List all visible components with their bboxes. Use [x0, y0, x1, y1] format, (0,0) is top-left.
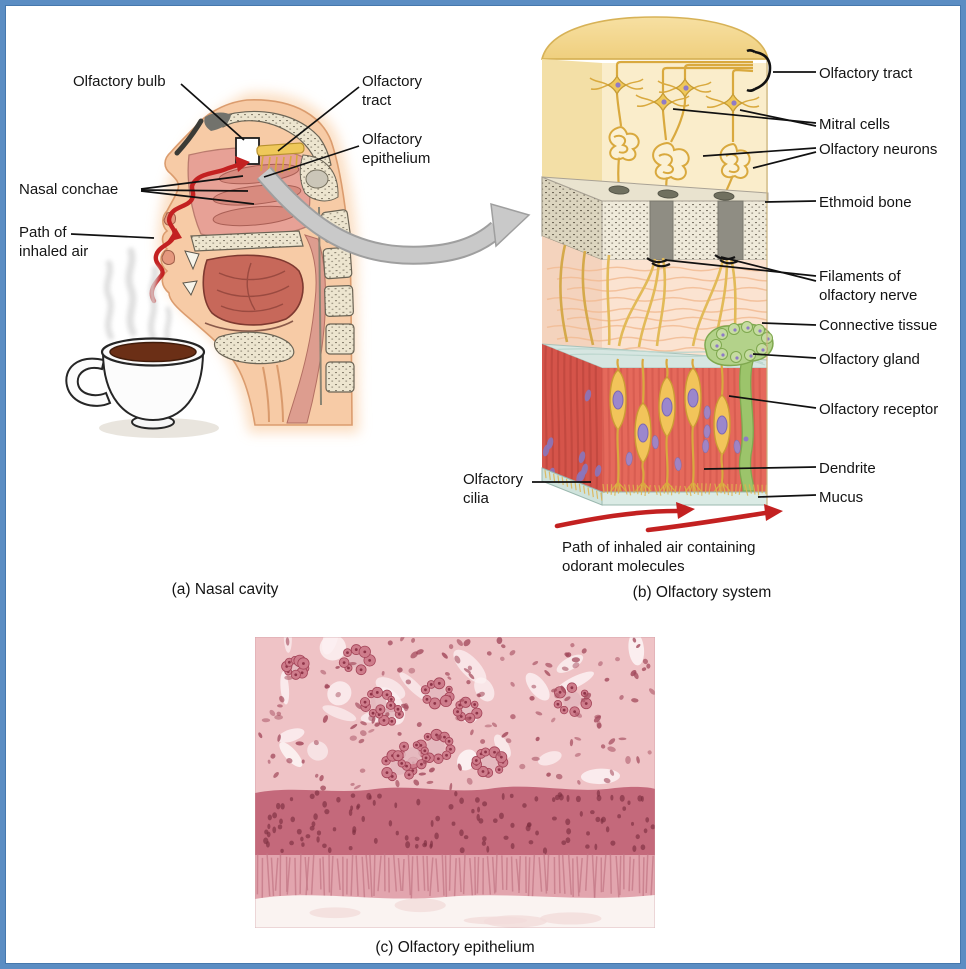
bulb-front-face — [602, 63, 768, 201]
label-olfactory-bulb: Olfactory bulb — [73, 73, 166, 90]
lower-tooth — [182, 280, 198, 297]
cup-shadow — [99, 418, 219, 438]
ethmoid-channel-1 — [649, 200, 674, 261]
label-olfactory-neurons: Olfactory neurons — [819, 141, 938, 158]
ethmoid-front-face — [601, 200, 768, 261]
histology-image — [255, 637, 655, 928]
olfactory-bulb-box — [235, 137, 260, 165]
label-nasal-conchae: Nasal conchae — [19, 181, 119, 198]
cup-handle — [65, 357, 112, 407]
inhaled-air-arrowhead — [235, 156, 250, 172]
coffee-surface — [109, 341, 197, 363]
epithelium-nuclei-left — [542, 389, 602, 484]
steam — [104, 247, 172, 344]
basal-lamina-waves — [549, 348, 766, 366]
nasal-bone-line — [174, 118, 204, 156]
label-dendrite: Dendrite — [819, 460, 876, 477]
label-ethmoid-bone: Ethmoid bone — [819, 194, 912, 211]
mitral-axons — [615, 60, 754, 195]
epithelium-striations — [544, 344, 762, 492]
head-profile — [160, 99, 353, 426]
mouth-floor-line — [204, 320, 294, 332]
nerve-fiber-bundles — [559, 244, 738, 348]
label-air-path-note: Path of inhaled air containing odorant m… — [562, 539, 756, 575]
pharynx — [286, 234, 327, 424]
bulb-left-face — [542, 59, 602, 201]
olfactory-nerve-fibers-a — [260, 154, 298, 175]
sphenoid-sinus — [305, 169, 329, 189]
cup-base — [131, 414, 175, 430]
connective-left-face — [542, 236, 602, 368]
upper-tooth — [184, 250, 200, 271]
label-path-inhaled-air: Path of inhaled air — [19, 224, 89, 260]
leader-lines — [70, 49, 817, 498]
mucus-front-face — [601, 491, 768, 506]
olfactory-block-illustration — [540, 16, 783, 533]
olfactory-gland-blob — [704, 323, 774, 367]
glomeruli-tangles — [608, 125, 751, 181]
olfactory-gland-cells — [710, 321, 773, 363]
ethmoid-channel-2 — [717, 200, 744, 261]
olfactory-receptor-cells — [609, 358, 731, 495]
jaw-bone — [213, 331, 295, 365]
olfactory-bulb-strip — [256, 142, 305, 157]
head-illustration — [149, 92, 359, 433]
olfactory-cilia-fringe — [544, 470, 767, 501]
label-olfactory-receptor: Olfactory receptor — [819, 401, 939, 418]
block-dome — [540, 16, 769, 60]
throat-lines — [262, 364, 284, 423]
skin-halo — [157, 92, 359, 433]
odorant-arrowhead-2 — [764, 504, 783, 521]
label-filaments-olfactory-nerve: Filaments of olfactory nerve — [819, 268, 918, 304]
cup-body — [101, 351, 205, 422]
tract-bracket — [746, 49, 772, 92]
connective-front-face — [602, 260, 767, 368]
ethmoid-top-face — [541, 176, 769, 202]
inhaled-air-mid-arrowhead — [167, 228, 182, 242]
ethmoid-left-face — [541, 176, 603, 261]
upper-lip — [163, 212, 176, 226]
filament-hooks — [646, 254, 739, 268]
gland-duct-nucleus — [743, 436, 749, 442]
gland-duct-cell — [738, 358, 755, 492]
coffee-cup — [65, 337, 219, 438]
odorant-arrowhead-1 — [676, 502, 695, 519]
tongue — [202, 254, 304, 326]
epithelium-left-face — [542, 344, 602, 492]
nasal-cavity — [187, 147, 311, 239]
vertebrae — [320, 209, 355, 393]
inhaled-air-path — [149, 162, 241, 304]
label-olfactory-cilia: Olfactory cilia — [463, 471, 524, 507]
label-olfactory-gland: Olfactory gland — [819, 351, 920, 368]
epithelium-nuclei — [625, 405, 741, 471]
caption-olfactory-system: (b) Olfactory system — [632, 584, 772, 601]
epithelium-front-face — [602, 368, 767, 492]
frontal-sinus — [204, 112, 231, 131]
cranium-bone — [218, 110, 332, 172]
label-olfactory-epithelium-a: Olfactory epithelium — [362, 131, 431, 167]
tongue-lines — [216, 262, 290, 313]
magnify-arrow — [256, 166, 531, 265]
hard-palate — [190, 230, 304, 252]
label-olfactory-tract-a: Olfactory tract — [362, 73, 423, 109]
basal-lamina-band — [541, 343, 768, 369]
cup-rim — [100, 337, 206, 367]
caption-nasal-cavity: (a) Nasal cavity — [171, 581, 279, 598]
mitral-cells-shapes — [589, 75, 760, 113]
spinal-canal — [318, 206, 322, 406]
mucus-left-face — [541, 467, 603, 506]
nasal-conchae-shapes — [212, 163, 302, 227]
ethmoid-holes — [608, 185, 735, 201]
caption-olfactory-epithelium: (c) Olfactory epithelium — [375, 939, 535, 956]
sphenoid-bone — [299, 154, 339, 202]
label-mucus: Mucus — [819, 489, 864, 506]
lower-lip — [161, 250, 175, 265]
label-mitral-cells: Mitral cells — [819, 116, 890, 133]
label-olfactory-tract-b: Olfactory tract — [819, 65, 913, 82]
odorant-air-arrows — [554, 508, 768, 533]
label-connective-tissue: Connective tissue — [819, 317, 938, 334]
connective-waves — [546, 266, 767, 362]
